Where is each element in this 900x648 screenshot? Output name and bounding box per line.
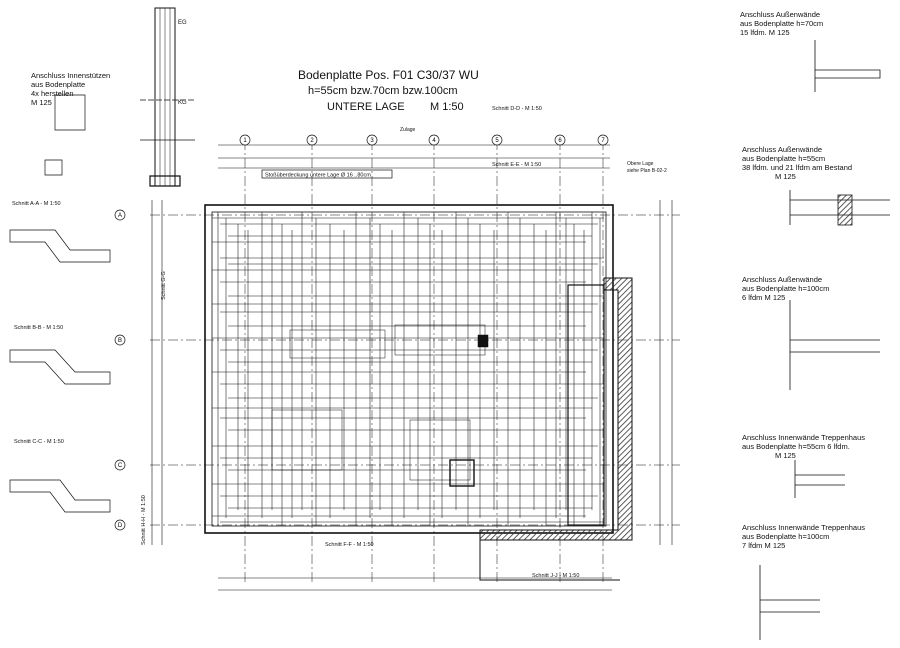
note-right-2-l1: Anschluss Außenwände	[742, 145, 822, 154]
obere-lage-label: Obere Lage	[627, 161, 654, 167]
schnitt-hh-label: Schnitt H-H - M 1:50	[141, 495, 147, 545]
kg-label: KG	[178, 100, 187, 106]
bottom-dimension-chain	[218, 577, 612, 591]
column-detail	[140, 7, 195, 187]
top-dimension-chain	[218, 144, 610, 169]
reinforcement-bars-vertical	[217, 212, 601, 526]
axis-bubble	[554, 134, 566, 146]
note-right-1-l2: aus Bodenplatte h=70cm	[740, 19, 823, 28]
axis-bubble-label: D	[118, 523, 123, 529]
main-slab-plan: Stoßüberdeckung untere Lage Ø 16 ..80cm	[150, 140, 680, 591]
note-innenstuetzen-l3: 4x herstellen	[31, 89, 74, 98]
note-right-3-l1: Anschluss Außenwände	[742, 275, 822, 284]
axis-bubble	[306, 134, 318, 146]
note-right-1-l1: Anschluss Außenwände	[740, 10, 820, 19]
axis-bubble-label: B	[118, 338, 122, 344]
left-section-details	[9, 94, 111, 513]
eg-label: EG	[178, 20, 187, 26]
title-line1: Bodenplatte Pos. F01 C30/37 WU	[298, 68, 479, 82]
note-innenstuetzen-l1: Anschluss Innenstützen	[31, 71, 110, 80]
note-right-1: Anschluss Außenwände aus Bodenplatte h=7…	[740, 10, 825, 37]
title-line2: h=55cm bzw.70cm bzw.100cm	[308, 85, 458, 97]
axis-bubble-label: 4	[432, 138, 436, 144]
schnitt-aa-label: Schnitt A-A - M 1:50	[12, 201, 61, 207]
axis-bubble-label: 6	[558, 138, 562, 144]
axis-bubble-label: 7	[601, 138, 605, 144]
note-innenstuetzen-l4: M 125	[31, 98, 52, 107]
slab-outline	[204, 204, 614, 534]
note-right-1-l3: 15 lfdm. M 125	[740, 28, 790, 37]
note-right-5-l3: 7 lfdm M 125	[742, 541, 785, 550]
axis-bubble	[114, 459, 126, 471]
note-right-4-l2: aus Bodenplatte h=55cm 6 lfdm.	[742, 442, 850, 451]
note-right-2-l3: 38 lfdm. und 21 lfdm am Bestand	[742, 163, 852, 172]
siehe-plan-label: siehe Plan B-02-2	[627, 168, 667, 174]
note-right-3: Anschluss Außenwände aus Bodenplatte h=1…	[742, 275, 831, 302]
note-right-4-l1: Anschluss Innenwände Treppenhaus	[742, 433, 865, 442]
schnitt-jj-label: Schnitt J-J - M 1:50	[532, 573, 579, 579]
note-right-5: Anschluss Innenwände Treppenhaus aus Bod…	[742, 523, 867, 550]
grid-axis-lines	[150, 140, 680, 585]
axis-bubble	[239, 134, 251, 146]
note-right-2: Anschluss Außenwände aus Bodenplatte h=5…	[742, 145, 854, 181]
note-right-5-l1: Anschluss Innenwände Treppenhaus	[742, 523, 865, 532]
schnitt-ee-label: Schnitt E-E - M 1:50	[492, 162, 541, 168]
axis-bubble	[114, 209, 126, 221]
axis-bubble	[366, 134, 378, 146]
stoss-label: Stoßüberdeckung untere Lage Ø 16 ..80cm	[265, 173, 371, 179]
note-innenstuetzen-l2: aus Bodenplatte	[31, 80, 85, 89]
axis-bubble	[597, 134, 609, 146]
axis-bubbles-top: 1 2 3 4 5 6 7	[239, 134, 609, 146]
schnitt-bb-label: Schnitt B-B - M 1:50	[14, 325, 63, 331]
axis-bubble-label: A	[118, 213, 122, 219]
axis-bubble-label: 1	[243, 138, 247, 144]
note-innenstuetzen: Anschluss Innenstützen aus Bodenplatte 4…	[31, 71, 112, 107]
schnitt-ff-label: Schnitt F-F - M 1:50	[325, 542, 374, 548]
note-right-3-l2: aus Bodenplatte h=100cm	[742, 284, 829, 293]
right-dimension-chain	[659, 200, 673, 545]
axis-bubble-label: C	[118, 463, 123, 469]
zulage-label: Zulage	[400, 127, 416, 133]
axis-bubble-label: 5	[495, 138, 499, 144]
note-right-2-l2: aus Bodenplatte h=55cm	[742, 154, 825, 163]
note-right-2-l4: M 125	[775, 172, 796, 181]
title-scale: M 1:50	[430, 101, 464, 113]
axis-bubble-label: 2	[310, 138, 314, 144]
axis-bubble	[491, 134, 503, 146]
schnitt-cc-label: Schnitt C-C - M 1:50	[14, 439, 64, 445]
dense-zones	[271, 284, 605, 526]
schnitt-gg-label: Schnitt G-G	[161, 271, 167, 300]
axis-bubble-label: 3	[370, 138, 374, 144]
note-right-4-l3: M 125	[775, 451, 796, 460]
note-right-3-l3: 6 lfdm M 125	[742, 293, 785, 302]
schnitt-dd-label: Schnitt D-D - M 1:50	[492, 106, 542, 112]
reinforcement-bars-horizontal	[212, 217, 604, 523]
title-line3: UNTERE LAGE	[327, 101, 405, 113]
right-section-details	[759, 40, 890, 640]
left-dimension-chain	[151, 200, 163, 545]
note-right-5-l2: aus Bodenplatte h=100cm	[742, 532, 829, 541]
axis-bubble	[114, 519, 126, 531]
axis-bubbles-left: A B C D	[114, 209, 126, 531]
axis-bubble	[428, 134, 440, 146]
note-right-4: Anschluss Innenwände Treppenhaus aus Bod…	[742, 433, 867, 460]
axis-bubble	[114, 334, 126, 346]
